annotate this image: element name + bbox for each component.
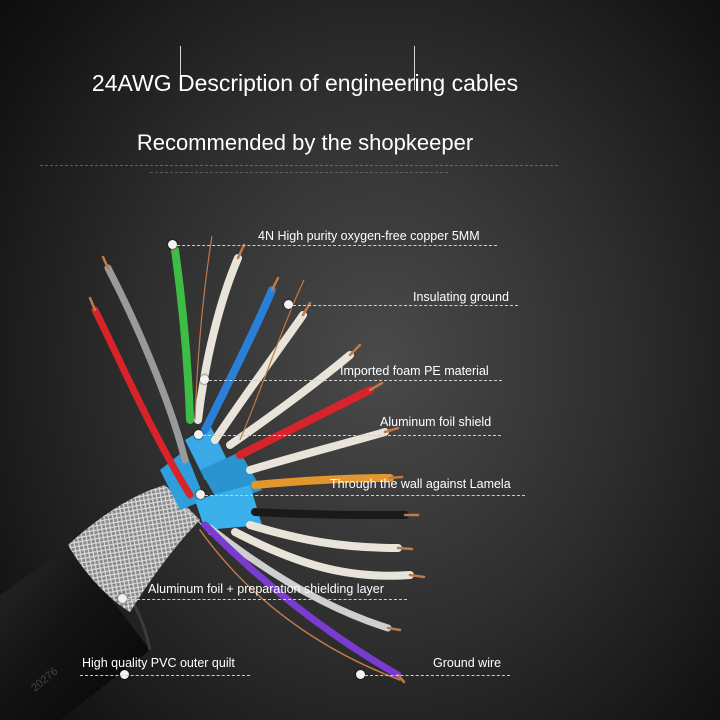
blue-wire bbox=[201, 286, 276, 434]
label-foam: Imported foam PE material bbox=[340, 364, 489, 378]
callout-dot-insulating bbox=[284, 300, 293, 309]
callout-line-ground bbox=[365, 675, 510, 676]
page-title: 24AWG Description of engineering cables bbox=[91, 70, 519, 96]
pvc-jacket: 20276 bbox=[0, 543, 152, 720]
callout-line-copper bbox=[177, 245, 497, 246]
callout-line-foil bbox=[203, 435, 501, 436]
title-bracket-left bbox=[180, 46, 181, 90]
callout-dot-ground bbox=[356, 670, 365, 679]
fine-print-line bbox=[150, 172, 450, 173]
green-wire bbox=[171, 246, 194, 424]
black-wire bbox=[251, 508, 409, 519]
white-wire-6 bbox=[231, 528, 414, 580]
red-wire bbox=[91, 306, 194, 499]
grey-wire bbox=[104, 264, 189, 464]
callout-dot-foil bbox=[194, 430, 203, 439]
white-wire-2 bbox=[211, 311, 307, 444]
fine-print-line bbox=[40, 165, 560, 166]
title-bracket-right bbox=[414, 46, 415, 90]
callout-dot-prep bbox=[118, 594, 127, 603]
label-prep: Aluminum foil + preparation shielding la… bbox=[148, 582, 384, 596]
label-pvc: High quality PVC outer quilt bbox=[82, 656, 235, 670]
copper-tips bbox=[88, 240, 426, 684]
callout-line-insulating bbox=[293, 305, 518, 306]
white-wire-7 bbox=[206, 524, 392, 632]
label-insulating: Insulating ground bbox=[413, 290, 509, 304]
label-copper: 4N High purity oxygen-free copper 5MM bbox=[258, 229, 480, 243]
red-wire-2 bbox=[236, 386, 374, 459]
callout-line-wall bbox=[205, 495, 525, 496]
stray-copper-strands bbox=[194, 235, 305, 441]
callout-dot-wall bbox=[196, 490, 205, 499]
label-ground: Ground wire bbox=[433, 656, 502, 670]
callout-line-foam bbox=[209, 380, 502, 381]
white-wire-3 bbox=[226, 351, 354, 449]
wires bbox=[91, 246, 414, 681]
purple-wire bbox=[201, 521, 402, 679]
white-wire-4 bbox=[246, 428, 389, 474]
label-foil: Aluminum foil shield bbox=[380, 415, 492, 429]
label-wall: Through the wall against Lamela bbox=[330, 477, 511, 491]
callout-line-prep bbox=[127, 599, 407, 600]
ground-wire bbox=[199, 529, 401, 681]
page-subtitle: Recommended by the shopkeeper bbox=[136, 130, 474, 155]
white-wire-5 bbox=[246, 521, 402, 552]
orange-wire bbox=[251, 474, 394, 489]
white-wire-1 bbox=[194, 254, 242, 424]
callout-dot-pvc bbox=[120, 670, 129, 679]
callout-dot-foam bbox=[200, 375, 209, 384]
callout-dot-copper bbox=[168, 240, 177, 249]
callout-line-pvc bbox=[80, 675, 250, 676]
